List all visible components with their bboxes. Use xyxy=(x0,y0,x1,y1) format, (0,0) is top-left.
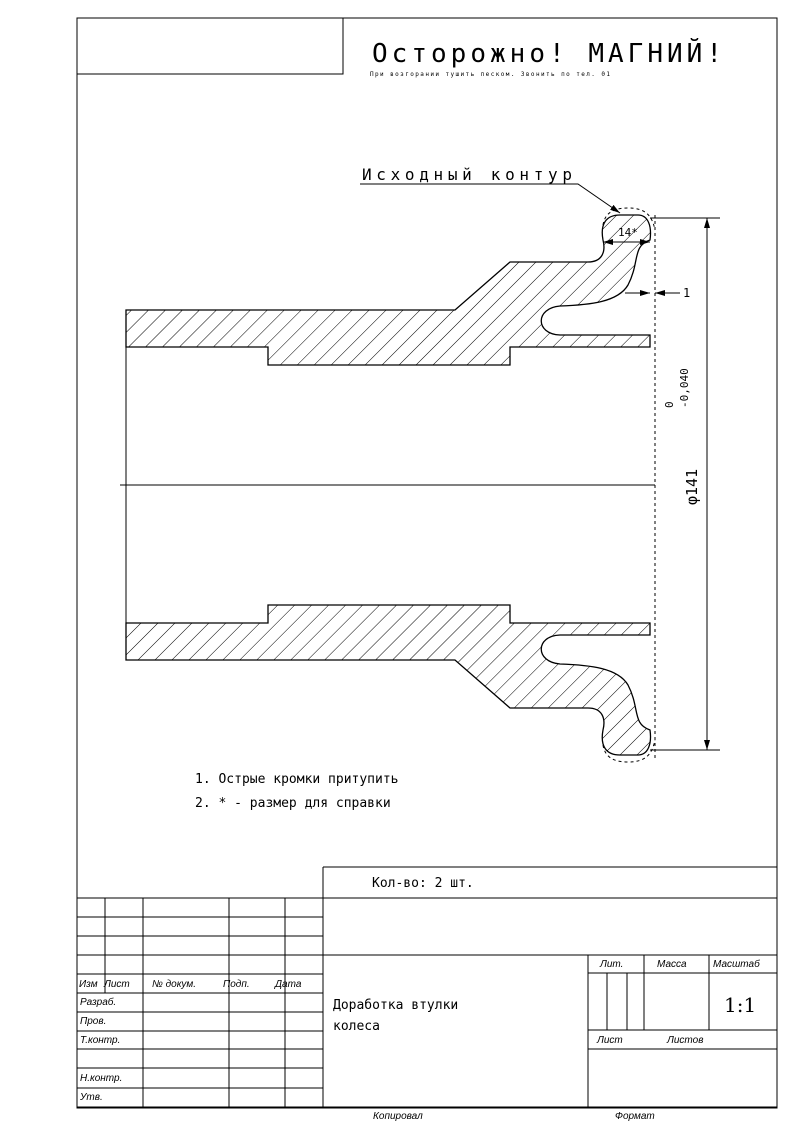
title-block: Кол-во: 2 шт. Изм Лист № докум. Подп. Да… xyxy=(77,866,777,1122)
format-label: Формат xyxy=(615,1111,655,1122)
header-doc: № докум. xyxy=(152,979,196,990)
part-name-line1: Доработка втулки xyxy=(333,998,458,1013)
upper-section xyxy=(125,214,652,366)
original-contour-arc-top xyxy=(602,207,656,231)
dimension-offset: 1 xyxy=(625,286,690,300)
sheets-label: Листов xyxy=(666,1035,703,1046)
header-date: Дата xyxy=(274,979,302,990)
drawing-frame xyxy=(76,17,778,1109)
top-left-box xyxy=(76,17,344,75)
warning-subtitle: При возгорании тушить песком. Звонить по… xyxy=(370,71,610,78)
dim-diameter-text: φ141 xyxy=(683,469,701,505)
dim-width-text: 14* xyxy=(618,226,638,239)
header-izm: Изм xyxy=(79,979,98,990)
scale-label: Масштаб xyxy=(713,958,760,970)
part-name-line2: колеса xyxy=(333,1019,380,1034)
role-developer: Разраб. xyxy=(80,996,116,1008)
lower-section xyxy=(125,604,652,756)
leader-original-contour: Исходный контур xyxy=(360,165,621,214)
warning-title: Осторожно! МАГНИЙ! xyxy=(372,37,722,69)
role-norm-control: Н.контр. xyxy=(80,1073,122,1084)
dimension-width: 14* xyxy=(603,226,650,245)
dimension-diameter: φ141 0 -0,040 xyxy=(650,217,720,751)
original-contour-arc-bottom xyxy=(602,739,656,763)
tolerance-lower: -0,040 xyxy=(678,368,691,408)
dim-offset-text: 1 xyxy=(683,286,690,300)
note-1: 1. Острые кромки притупить xyxy=(195,772,399,787)
quantity: Кол-во: 2 шт. xyxy=(372,876,474,891)
scale-value: 1:1 xyxy=(724,993,756,1017)
role-checker: Пров. xyxy=(80,1016,106,1027)
lit-label: Лит. xyxy=(599,959,623,970)
header-sign: Подп. xyxy=(223,979,250,990)
leader-label: Исходный контур xyxy=(362,165,572,184)
sheet-label: Лист xyxy=(596,1035,623,1046)
role-tech-control: Т.контр. xyxy=(80,1035,120,1046)
mass-label: Масса xyxy=(657,959,687,970)
copied-label: Копировал xyxy=(373,1111,423,1122)
header-list: Лист xyxy=(103,979,130,990)
part-section xyxy=(120,207,656,763)
role-approved: Утв. xyxy=(79,1092,103,1103)
tolerance-upper: 0 xyxy=(663,401,676,408)
warning-banner: Осторожно! МАГНИЙ! При возгорании тушить… xyxy=(370,37,722,78)
note-2: 2. * - размер для справки xyxy=(195,796,391,811)
